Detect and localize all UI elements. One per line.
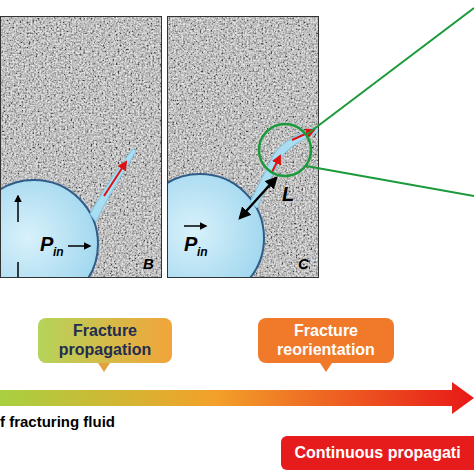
- panel-c: [167, 16, 319, 278]
- pressure-symbol: P: [40, 234, 53, 254]
- axis-label: f fracturing fluid: [0, 414, 115, 429]
- panel-letter: C: [298, 256, 309, 271]
- stage-label: Fracture propagation: [46, 322, 164, 359]
- stage-box: Fracture propagation: [38, 318, 172, 363]
- length-symbol: L: [282, 184, 294, 204]
- stage-box: Continuous propagati: [281, 436, 474, 470]
- stage-label: Fracture reorientation: [266, 322, 386, 359]
- panel-b: [0, 16, 162, 278]
- stage-box: Fracture reorientation: [258, 318, 394, 363]
- timeline-arrow: [0, 382, 474, 414]
- stage-label: Continuous propagati: [294, 444, 460, 462]
- panel-letter: B: [143, 256, 154, 271]
- pressure-subscript: in: [53, 246, 64, 258]
- pressure-subscript: in: [197, 246, 208, 258]
- pressure-symbol: P: [184, 234, 197, 254]
